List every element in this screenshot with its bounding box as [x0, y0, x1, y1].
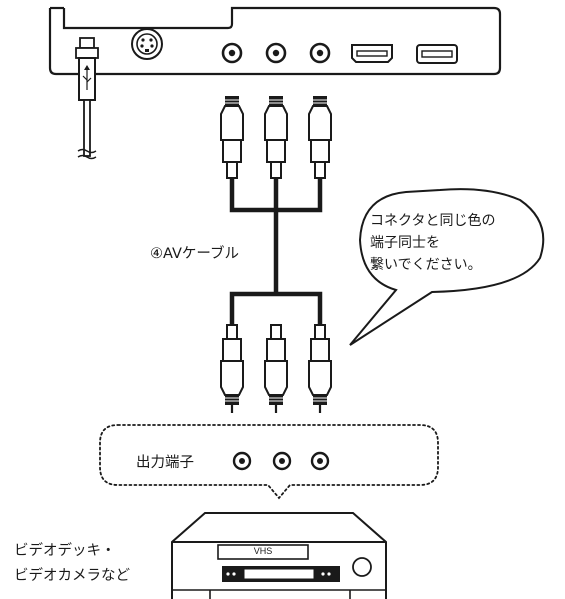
vcr-caption-line: ビデオカメラなど	[14, 568, 130, 584]
rca-port-icon	[265, 42, 287, 64]
vcr-tape-slot	[217, 544, 309, 560]
av-cable	[220, 95, 332, 413]
output-terminal-label: 出力端子	[136, 455, 194, 471]
speech-bubble-line: 端子同士を	[370, 235, 440, 251]
rca-port-icon	[272, 451, 292, 471]
speech-bubble-line: 繋いでください。	[370, 257, 482, 273]
vcr-display-panel	[222, 566, 340, 582]
cable-label: ④AVケーブル	[150, 246, 240, 262]
hdmi-port-icon	[351, 44, 393, 63]
usb-port-icon	[416, 44, 458, 64]
rca-plug-bottom-center	[264, 324, 288, 406]
rca-plug-bottom-right	[308, 324, 332, 406]
vcr-caption-line: ビデオデッキ・	[14, 543, 116, 559]
rca-plug-top-right	[308, 95, 332, 179]
rca-plug-top-left	[220, 95, 244, 179]
svideo-port-icon	[131, 28, 163, 60]
usb-power-cable	[75, 37, 99, 160]
rca-plug-bottom-left	[220, 324, 244, 406]
usb-symbol-icon	[82, 65, 92, 90]
rca-port-icon	[232, 451, 252, 471]
vcr-device	[171, 512, 387, 599]
rca-port-icon	[309, 42, 331, 64]
rca-plug-top-center	[264, 95, 288, 179]
output-terminal-panel	[99, 424, 439, 500]
rca-port-icon	[310, 451, 330, 471]
speech-bubble	[349, 188, 545, 346]
speech-bubble-line: コネクタと同じ色の	[370, 213, 496, 229]
capture-device	[48, 6, 502, 76]
vcr-caption: ビデオデッキ・ ビデオカメラなど	[14, 539, 130, 589]
speech-bubble-text: コネクタと同じ色の 端子同士を 繋いでください。	[370, 210, 495, 276]
vhs-tape-label: VHS	[253, 546, 273, 556]
rca-port-icon	[221, 42, 243, 64]
vcr-knob-icon	[352, 557, 372, 577]
